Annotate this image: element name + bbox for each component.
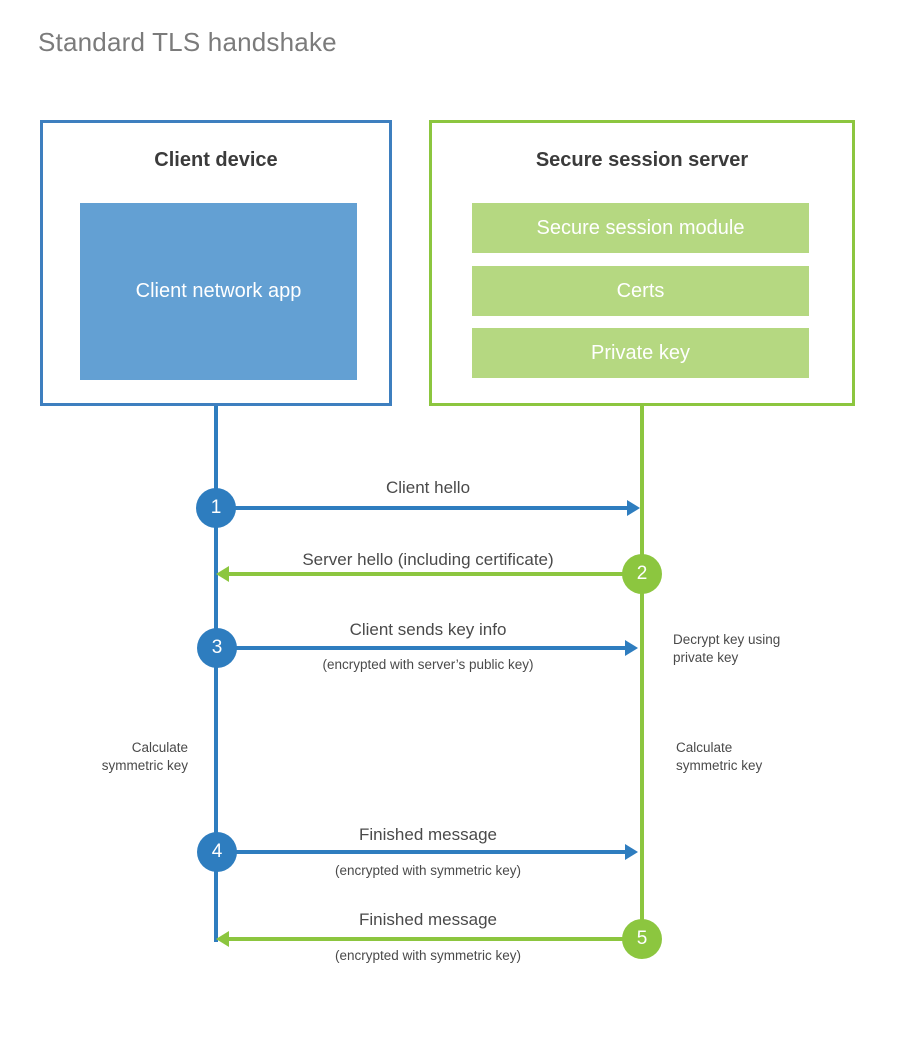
step-1-marker: 1 [196, 488, 236, 528]
arrow-head-icon [216, 931, 229, 947]
step-1-label: Client hello [385, 478, 471, 497]
step-4-arrow [216, 844, 638, 860]
client-lifeline [214, 406, 218, 942]
step-5-label: Finished message [359, 910, 497, 929]
arrow-head-icon [627, 500, 640, 516]
step-1-arrow [216, 500, 640, 516]
step-2-marker: 2 [622, 554, 662, 594]
step-4-sublabel: (encrypted with symmetric key) [334, 863, 522, 878]
secure-session-server-box: Secure session server Secure session mod… [429, 120, 855, 406]
arrow-head-icon [625, 844, 638, 860]
client-network-app-block: Client network app [80, 203, 357, 380]
server-component-certs: Certs [472, 266, 809, 316]
step-4-label: Finished message [359, 825, 497, 844]
server-component-private-key: Private key [472, 328, 809, 378]
step-5-arrow [216, 931, 640, 947]
arrow-head-icon [625, 640, 638, 656]
page-title: Standard TLS handshake [38, 27, 337, 57]
step-4-marker: 4 [197, 832, 237, 872]
server-lifeline [640, 406, 644, 942]
step-2-label: Server hello (including certificate) [302, 550, 554, 569]
server-component-secure-session-module: Secure session module [472, 203, 809, 253]
secure-session-server-title: Secure session server [535, 149, 749, 171]
client-device-title: Client device [154, 149, 278, 171]
client-device-box: Client device Client network app [40, 120, 392, 406]
step-3-arrow [216, 640, 638, 656]
step-5-marker: 5 [622, 919, 662, 959]
step-3-sublabel: (encrypted with server’s public key) [322, 657, 534, 672]
server-calculate-symmetric-key-annotation: Calculate symmetric key [676, 740, 763, 773]
step-5-sublabel: (encrypted with symmetric key) [334, 948, 522, 963]
client-calculate-symmetric-key-annotation: Calculate symmetric key [101, 740, 188, 773]
step-2-arrow [216, 566, 640, 582]
step-3-label: Client sends key info [349, 620, 507, 639]
step-3-marker: 3 [197, 628, 237, 668]
arrow-head-icon [216, 566, 229, 582]
server-decrypt-annotation: Decrypt key using private key [673, 632, 781, 665]
